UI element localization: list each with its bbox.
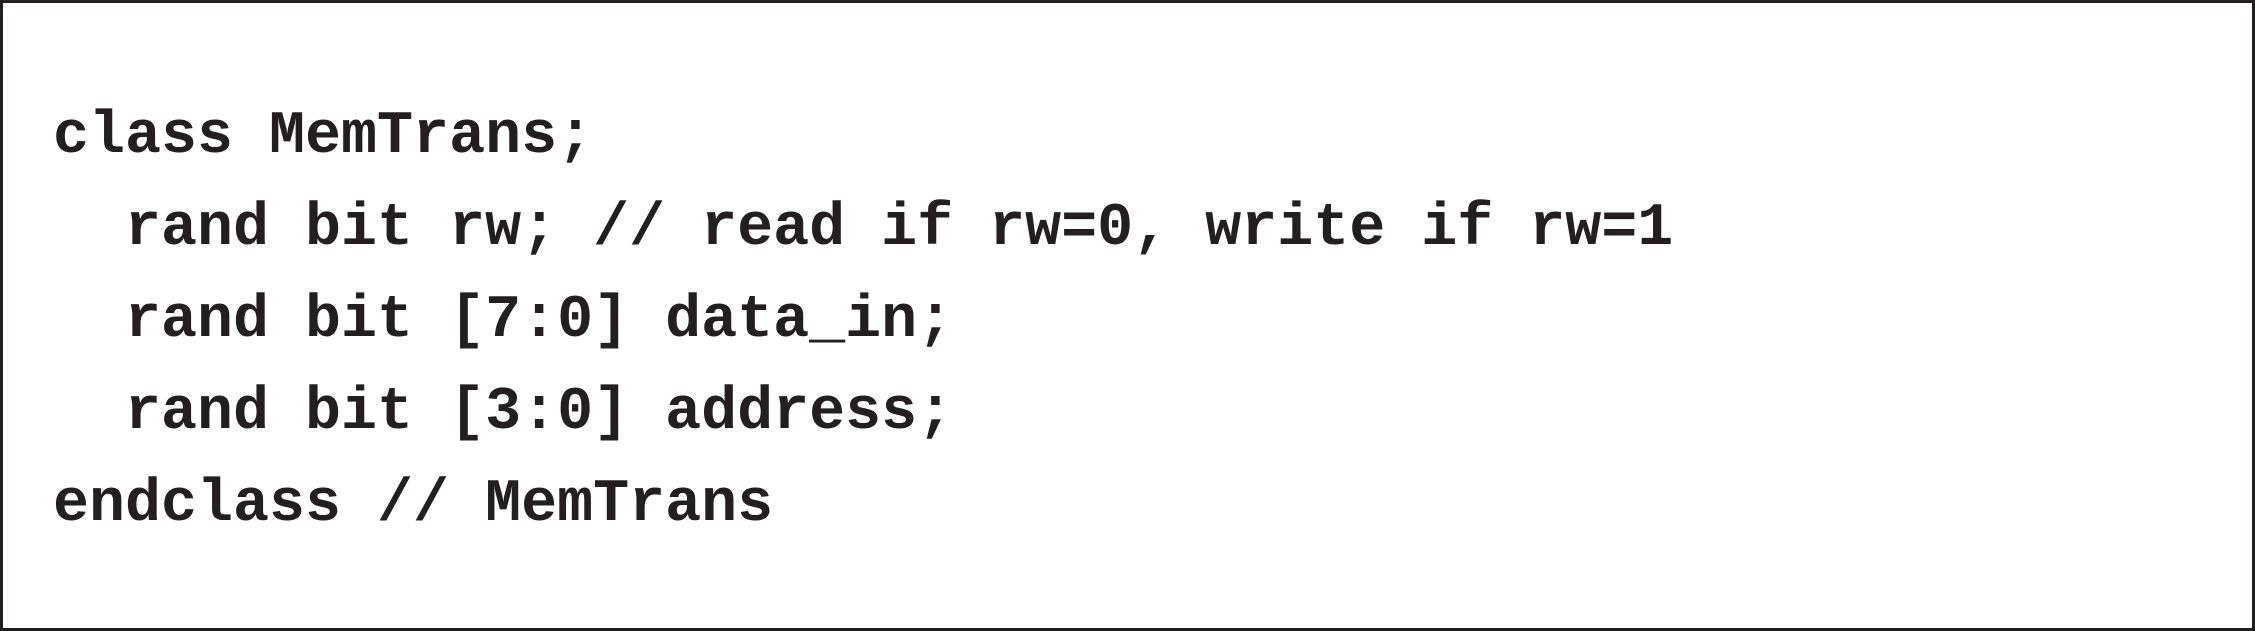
code-line-address-field: rand bit [3:0] address; — [53, 379, 954, 447]
code-line-rw-field: rand bit rw; // read if rw=0, write if r… — [53, 195, 1674, 263]
code-line-data-in-field: rand bit [7:0] data_in; — [53, 287, 954, 355]
code-line-endclass: endclass // MemTrans — [53, 471, 774, 539]
code-block: class MemTrans; rand bit rw; // read if … — [53, 91, 1673, 551]
code-line-class-declaration: class MemTrans; — [53, 103, 594, 171]
